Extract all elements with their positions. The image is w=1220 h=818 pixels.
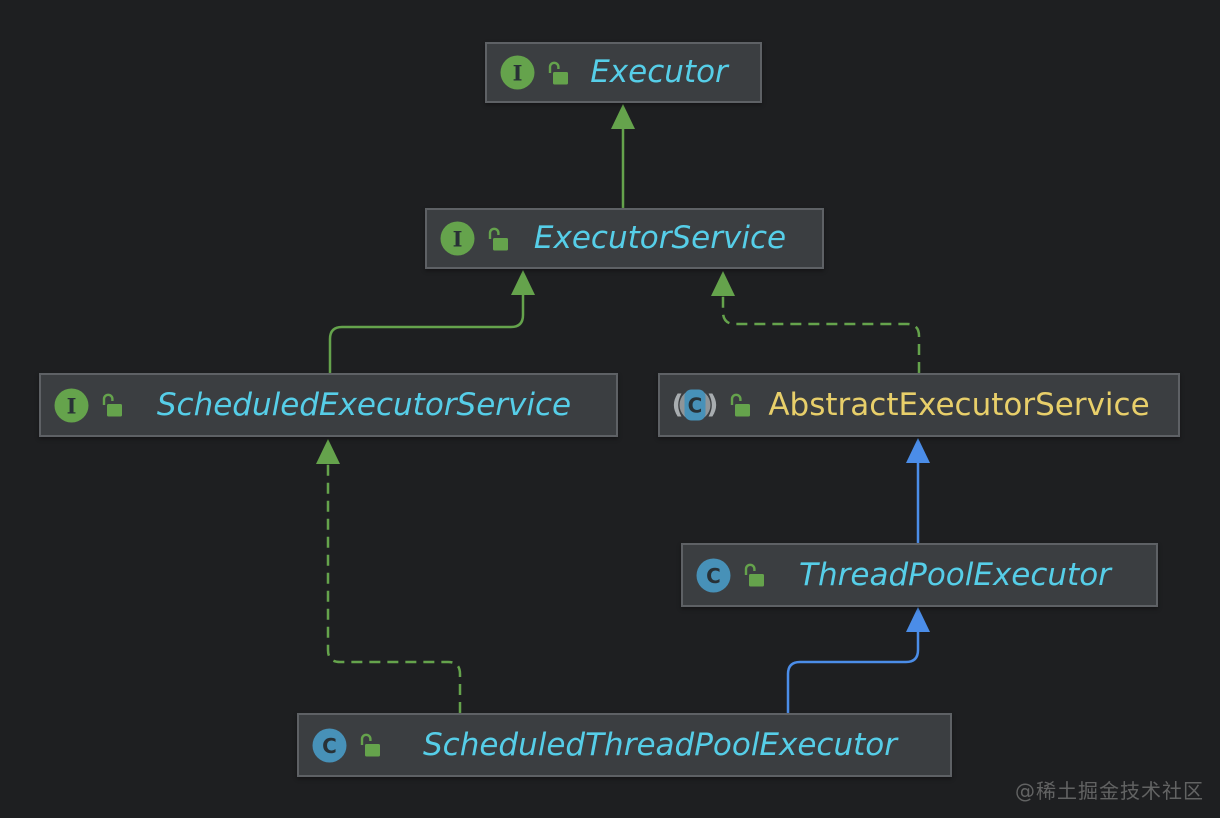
interface-icon: I — [54, 388, 89, 422]
class-node-scheduled-executor-service[interactable]: I ScheduledExecutorService — [39, 373, 618, 437]
svg-text:C: C — [706, 564, 721, 588]
interface-icon: I — [500, 55, 535, 90]
class-name-label: AbstractExecutorService — [768, 386, 1150, 423]
svg-text:C: C — [322, 734, 337, 758]
class-name-label: ScheduledExecutorService — [156, 386, 572, 423]
class-name-label: ScheduledThreadPoolExecutor — [422, 726, 897, 763]
node-icons: C — [695, 557, 766, 594]
watermark-text: @稀土掘金技术社区 — [1015, 779, 1204, 803]
edge-scheduledthreadpoolexecutor-to-scheduledexecutorservice — [316, 439, 462, 713]
class-node-thread-pool-executor[interactable]: C ThreadPoolExecutor — [681, 543, 1158, 607]
unlocked-padlock-icon — [360, 733, 380, 757]
edge-scheduledexecutorservice-to-executorservice — [328, 270, 535, 373]
edge-abstractexecutorservice-to-executorservice — [711, 271, 921, 373]
svg-text:I: I — [513, 61, 523, 86]
class-node-scheduled-thread-pool-executor[interactable]: C ScheduledThreadPoolExecutor — [297, 713, 952, 777]
node-icons: I — [439, 220, 510, 257]
class-node-executor-service[interactable]: I ExecutorService — [425, 208, 824, 269]
svg-text:I: I — [453, 227, 463, 252]
svg-text:I: I — [67, 393, 77, 418]
node-icons: I — [53, 387, 124, 424]
unlocked-padlock-icon — [730, 393, 750, 417]
class-icon: C — [312, 728, 347, 762]
node-icons: ( ) C — [672, 386, 752, 424]
svg-text:): ) — [707, 390, 718, 420]
abstract-class-icon: ( ) C — [672, 389, 718, 421]
node-icons: I — [499, 54, 570, 91]
unlocked-padlock-icon — [548, 61, 568, 84]
unlocked-padlock-icon — [744, 563, 764, 587]
class-name-label: ThreadPoolExecutor — [799, 556, 1111, 593]
interface-icon: I — [440, 221, 475, 256]
class-node-abstract-executor-service[interactable]: ( ) C AbstractExecutorService — [658, 373, 1180, 437]
svg-text:(: ( — [672, 390, 683, 420]
class-node-executor[interactable]: I Executor — [485, 42, 762, 103]
unlocked-padlock-icon — [102, 393, 122, 417]
node-icons: C — [311, 727, 382, 764]
unlocked-padlock-icon — [488, 227, 508, 250]
class-icon: C — [696, 558, 731, 592]
edge-scheduledthreadpoolexecutor-to-threadpoolexecutor — [786, 607, 930, 713]
class-name-label: ExecutorService — [533, 220, 787, 256]
class-name-label: Executor — [590, 54, 728, 90]
edge-executorservice-to-executor — [611, 104, 635, 208]
svg-text:C: C — [688, 394, 703, 418]
edge-threadpoolexecutor-to-abstractexecutorservice — [906, 438, 930, 543]
